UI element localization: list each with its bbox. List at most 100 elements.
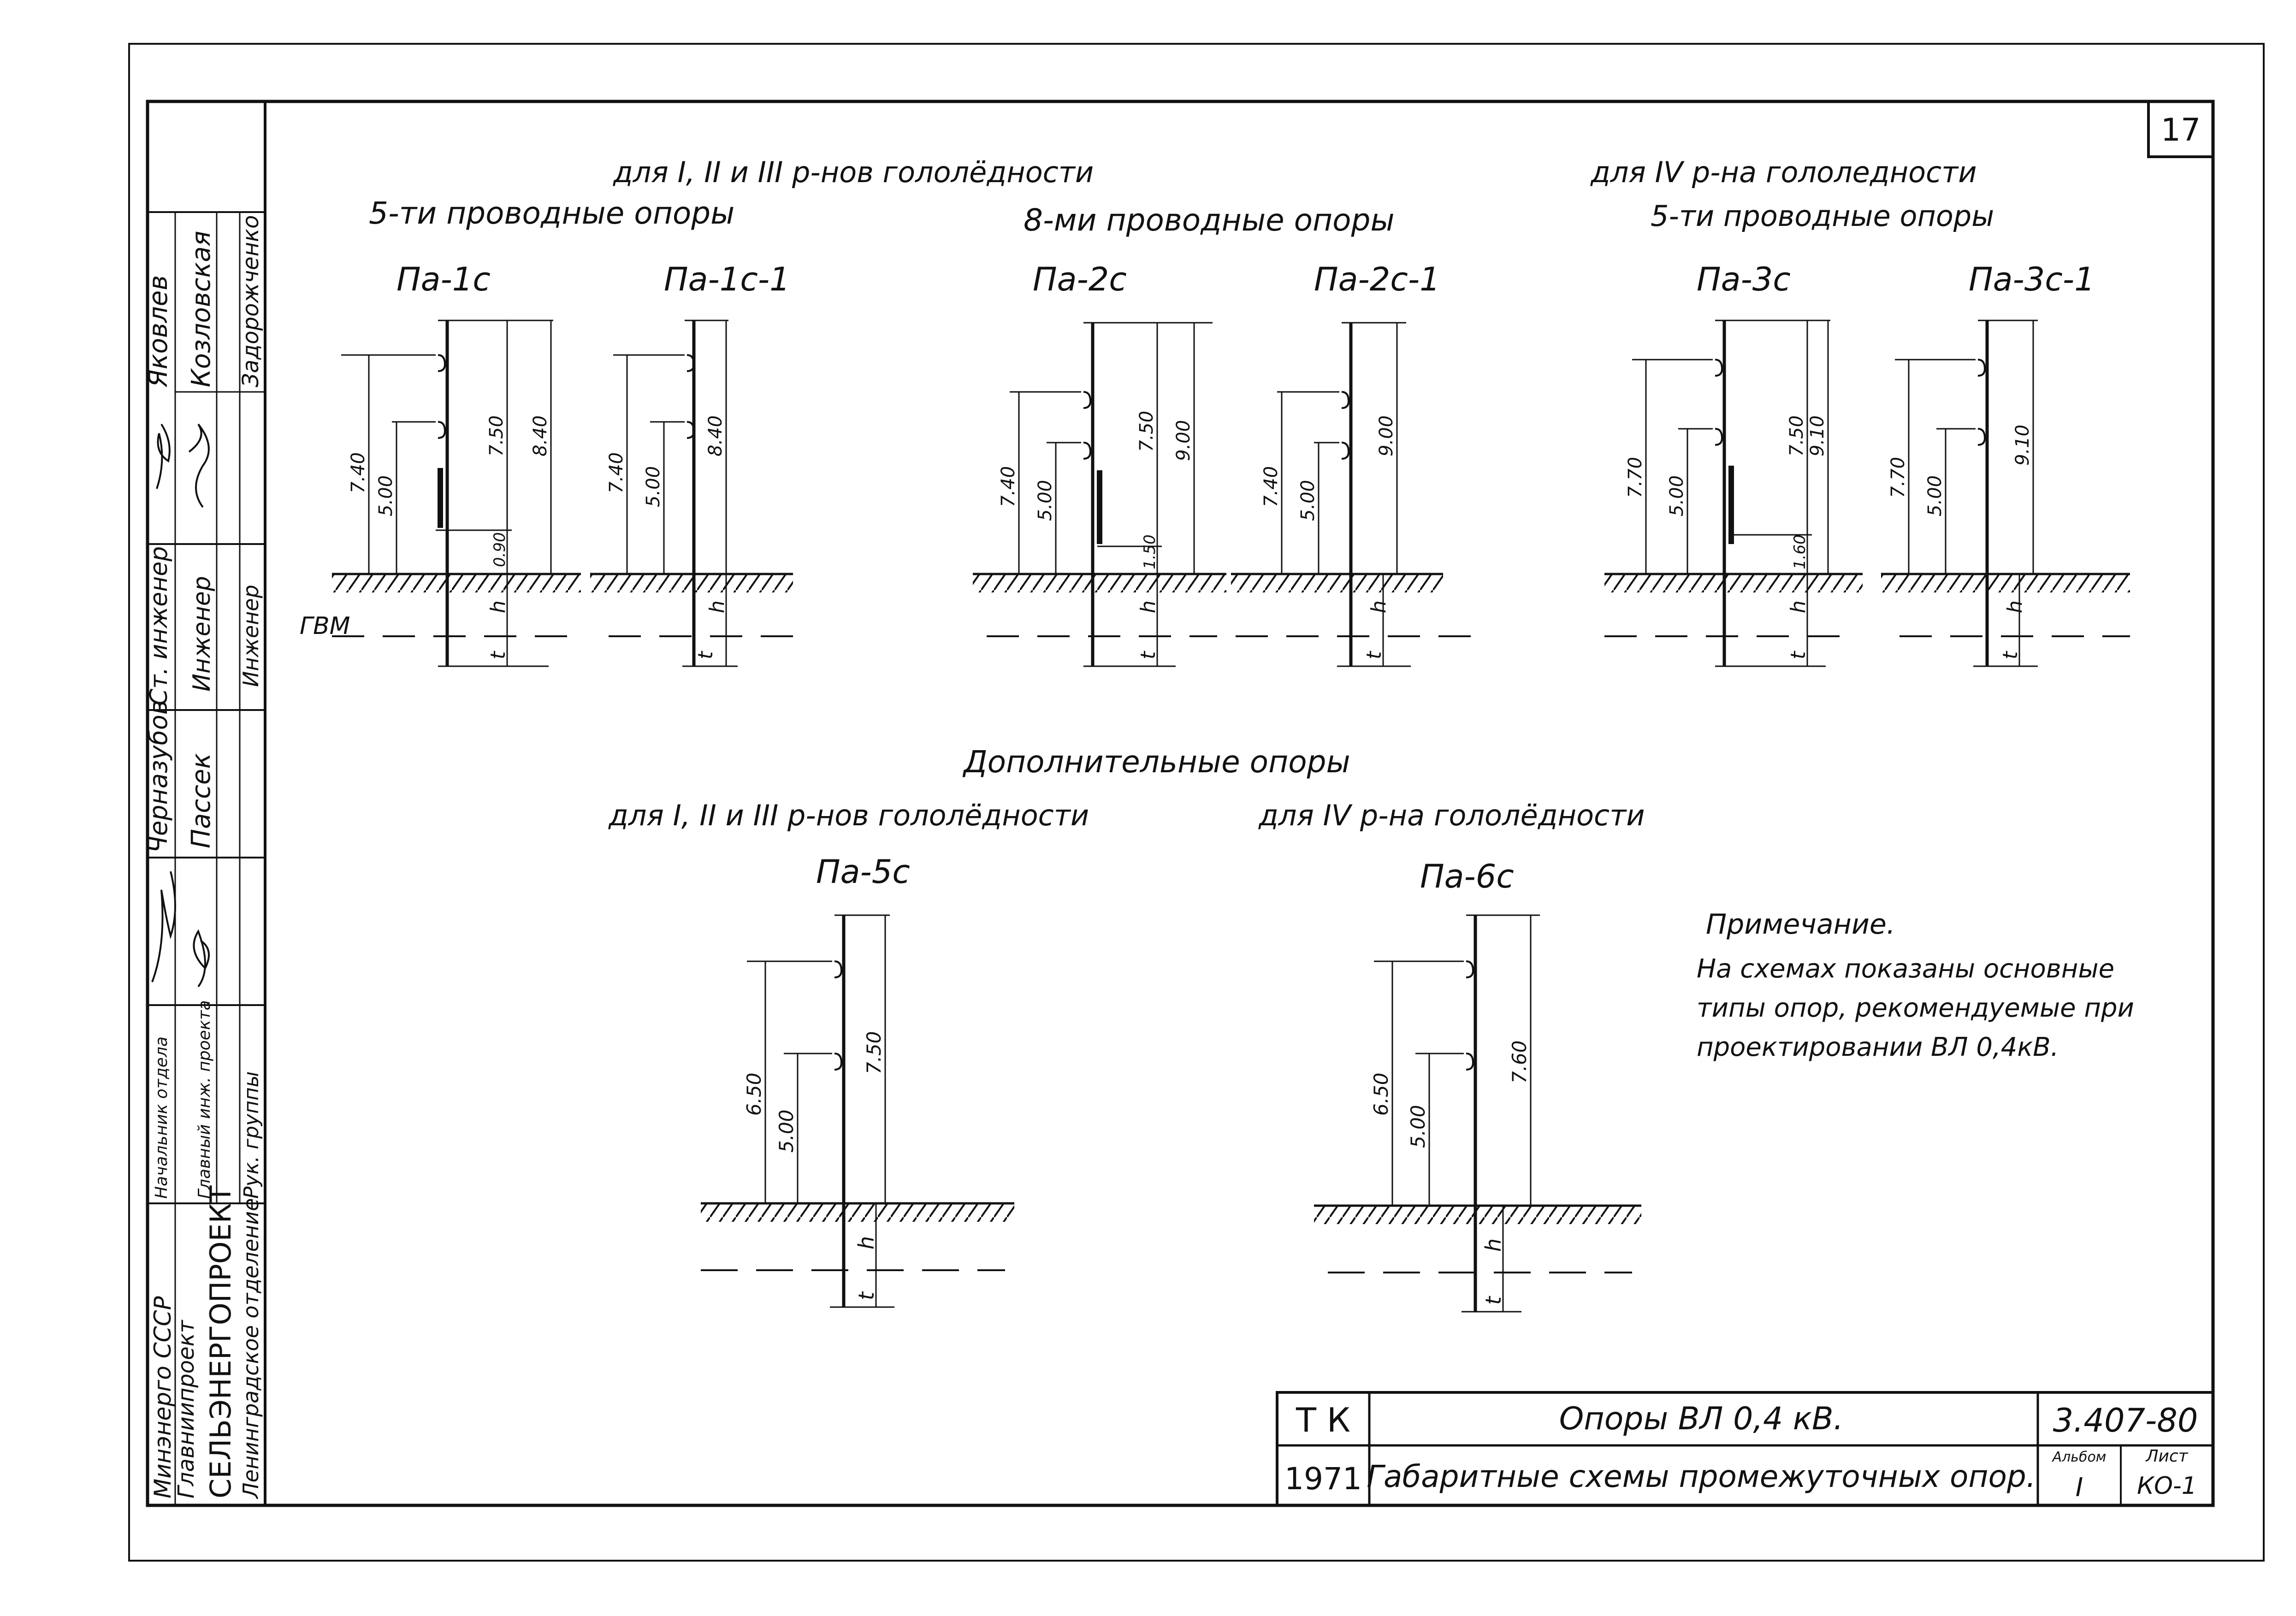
heading-group-c-sub: 5-ти проводные опоры xyxy=(1651,199,1994,233)
symbol-t: t xyxy=(486,651,510,659)
symbol-t: t xyxy=(1136,651,1160,659)
symbol-t: t xyxy=(1999,651,2022,659)
dim-value: 5.00 xyxy=(775,1109,798,1153)
dim-value: 7.60 xyxy=(1508,1040,1531,1083)
dim-value: 0.90 xyxy=(491,532,509,567)
dim-value: 7.40 xyxy=(998,466,1019,507)
pole-label: Па-1с-1 xyxy=(664,260,790,298)
pole-pa-3c: Па-3с 7.70 5.00 7.50 9.10 1.60 h t xyxy=(1604,260,1863,667)
dim-value: 7.50 xyxy=(1136,411,1157,452)
sheet-label: Лист xyxy=(2145,1447,2188,1466)
note-block: Примечание. На схемах показаны основные … xyxy=(1697,908,2134,1062)
signature-mark-3 xyxy=(151,871,176,983)
stamp-org-ministry: Минэнерго СССР xyxy=(149,1296,176,1498)
dim-value: 5.00 xyxy=(375,475,396,516)
heading-extra-right: для IV р-на гололёдности xyxy=(1258,799,1645,832)
title-code: 3.407-80 xyxy=(2053,1402,2198,1439)
stamp-role-engineer-2: Инженер xyxy=(238,585,263,687)
heading-extra-left: для I, II и III р-нов гололёдности xyxy=(608,799,1089,832)
dim-value: 6.50 xyxy=(743,1072,765,1116)
heading-group-a: для I, II и III р-нов гололёдности xyxy=(613,155,1094,189)
symbol-h: h xyxy=(2003,600,2027,613)
title-sub: Габаритные схемы промежуточных опор. xyxy=(1367,1459,2036,1494)
dim-value: 7.50 xyxy=(863,1031,885,1074)
stamp-name-yakovlev: Яковлев xyxy=(143,275,173,388)
stamp-name-zadorozhchenko: Задорожченко xyxy=(238,215,264,387)
dim-value: 9.10 xyxy=(1807,415,1828,456)
album-label: Альбом xyxy=(2052,1449,2107,1465)
stamp-name-kozlovskaya: Козловская xyxy=(186,231,216,387)
dim-value: 9.10 xyxy=(2012,425,2033,466)
stamp-org-branch: Ленинградское отделение xyxy=(238,1198,263,1499)
symbol-t: t xyxy=(694,651,717,659)
sheet-value: КО-1 xyxy=(2137,1472,2197,1500)
pole-label: Па-1с xyxy=(396,260,491,298)
dim-value: 7.70 xyxy=(1888,457,1909,498)
symbol-h: h xyxy=(1367,600,1391,613)
heading-group-a-sub: 5-ти проводные опоры xyxy=(369,195,734,231)
symbol-t: t xyxy=(1481,1296,1506,1305)
note-line-1: На схемах показаны основные xyxy=(1697,954,2114,984)
signature-mark-4 xyxy=(193,929,210,988)
pole-pa-5c: Па-5с 6.50 5.00 7.50 h t xyxy=(701,853,1014,1308)
dim-value: 1.60 xyxy=(1791,534,1809,569)
symbol-h: h xyxy=(1136,600,1160,613)
pole-label: Па-2с-1 xyxy=(1314,260,1440,298)
symbol-t: t xyxy=(854,1291,879,1300)
stamp-role-group: Рук. группы xyxy=(240,1071,263,1199)
stamp-role-head: Начальник отдела xyxy=(152,1036,171,1199)
heading-extra: Дополнительные опоры xyxy=(962,744,1350,780)
pole-pa-2c-1: Па-2с-1 7.40 5.00 9.00 h t xyxy=(1231,260,1475,667)
page-number-box xyxy=(2147,100,2214,158)
dim-value: 9.00 xyxy=(1376,415,1397,456)
dim-value: 9.00 xyxy=(1173,420,1194,461)
stamp-role-engineer-1: Инженер xyxy=(188,576,216,692)
heading-group-b-sub: 8-ми проводные опоры xyxy=(1024,202,1395,238)
title-block: Т К 1971 Опоры ВЛ 0,4 кВ. Габаритные схе… xyxy=(1276,1391,2214,1507)
pole-label: Па-3с-1 xyxy=(1969,260,2095,298)
dim-value: 7.40 xyxy=(1260,466,1282,507)
symbol-t: t xyxy=(1362,651,1386,659)
note-line-3: проектировании ВЛ 0,4кВ. xyxy=(1697,1032,2059,1062)
signature-mark-2 xyxy=(188,423,210,508)
symbol-h: h xyxy=(486,600,510,613)
stamp-name-chernazubov: Черназубов xyxy=(144,700,173,853)
stamp-org-company: СЕЛЬЭНЕРГОПРОЕКТ xyxy=(204,1185,237,1498)
dim-value: 7.50 xyxy=(486,415,507,456)
title-main: Опоры ВЛ 0,4 кВ. xyxy=(1559,1401,1844,1437)
dim-value: 6.50 xyxy=(1370,1072,1392,1116)
dim-value: 7.50 xyxy=(1786,415,1807,456)
outer-frame xyxy=(128,43,2265,1562)
dim-value: 5.00 xyxy=(1407,1105,1429,1148)
dim-value: 5.00 xyxy=(1297,480,1319,521)
dim-value: 7.40 xyxy=(348,452,369,493)
stamp-name-passek: Пассек xyxy=(186,753,216,848)
dim-value: 8.40 xyxy=(705,415,726,456)
symbol-t: t xyxy=(1787,651,1810,659)
stamp-role-st-engineer: Ст. инженер xyxy=(145,546,173,705)
symbol-h: h xyxy=(705,600,729,613)
dim-value: 5.00 xyxy=(1924,475,1946,516)
pole-label: Па-3с xyxy=(1697,260,1791,298)
stamp-role-chief: Главный инж. проекта xyxy=(195,1000,214,1199)
heading-group-c: для IV р-на гололедности xyxy=(1590,155,1977,189)
note-title: Примечание. xyxy=(1706,908,1895,941)
dim-value: 1.50 xyxy=(1141,534,1159,569)
inner-frame xyxy=(146,100,2215,1507)
left-stamp: Яковлев Козловская Задорожченко Черназуб… xyxy=(143,101,266,1505)
dim-value: 7.40 xyxy=(606,452,627,493)
dim-value: 5.00 xyxy=(1035,480,1056,521)
pole-label: Па-2с xyxy=(1033,260,1127,298)
dim-value: 5.00 xyxy=(1666,475,1687,516)
dim-value: 8.40 xyxy=(530,415,551,456)
pole-pa-6c: Па-6с 6.50 5.00 7.60 h t xyxy=(1314,858,1641,1313)
note-line-2: типы опор, рекомендуемые при xyxy=(1697,993,2134,1023)
stamp-org-institute: Главниипроект xyxy=(173,1319,199,1498)
page-number: 17 xyxy=(2161,112,2201,148)
title-year: 1971 xyxy=(1284,1461,1362,1497)
pole-label: Па-6с xyxy=(1420,858,1514,895)
pole-pa-2c: Па-2с 7.40 5.00 7.50 9.00 1.50 h t xyxy=(973,260,1226,667)
signature-mark-1 xyxy=(156,423,171,489)
symbol-h: h xyxy=(1481,1238,1506,1252)
